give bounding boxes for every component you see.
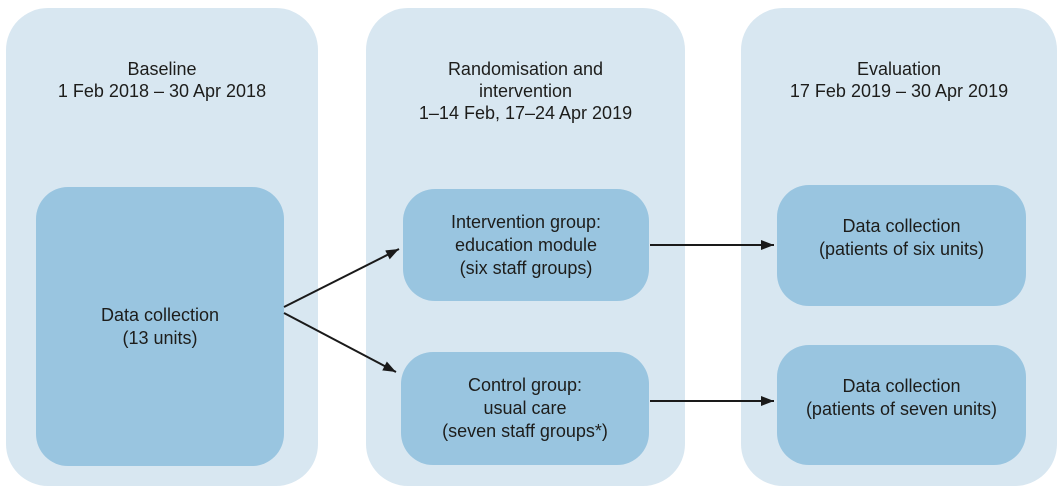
box-text-line: (six staff groups) xyxy=(459,257,593,278)
box-text-line: (13 units) xyxy=(122,327,198,348)
box-text-line: Data collection xyxy=(100,304,220,325)
phase-header-baseline: Baseline 1 Feb 2018 – 30 Apr 2018 xyxy=(6,58,318,102)
phase-title: Baseline xyxy=(127,59,197,79)
phase-dates: 17 Feb 2019 – 30 Apr 2019 xyxy=(789,81,1009,101)
phase-header-evaluation: Evaluation 17 Feb 2019 – 30 Apr 2019 xyxy=(741,58,1057,102)
box-text-line: Data collection xyxy=(842,215,961,236)
box-text-line: (patients of six units) xyxy=(818,238,985,259)
box-text-line: Data collection xyxy=(842,376,961,396)
box-text-line: (seven staff groups*) xyxy=(442,421,608,441)
box-intervention-group: Intervention group: education module (si… xyxy=(403,189,649,301)
box-control-group: Control group: usual care (seven staff g… xyxy=(401,352,649,465)
box-evaluation-six-units: Data collection (patients of six units) xyxy=(777,185,1026,306)
box-text-line: usual care xyxy=(483,398,567,418)
box-text-line: Control group: xyxy=(467,375,583,395)
phase-dates: 1 Feb 2018 – 30 Apr 2018 xyxy=(57,81,267,101)
box-text-line: Intervention group: xyxy=(450,211,602,232)
box-evaluation-seven-units: Data collection (patients of seven units… xyxy=(777,345,1026,465)
box-baseline-data-collection: Data collection (13 units) xyxy=(36,187,284,466)
box-text-line: education module xyxy=(454,234,598,255)
phase-dates: 1–14 Feb, 17–24 Apr 2019 xyxy=(418,103,633,123)
box-text-line: (patients of seven units) xyxy=(805,399,998,419)
phase-header-randomisation: Randomisation and intervention 1–14 Feb,… xyxy=(366,58,685,124)
phase-title-line-1: Randomisation and xyxy=(447,59,604,79)
phase-title: Evaluation xyxy=(856,59,942,79)
phase-title-line-2: intervention xyxy=(478,81,573,101)
